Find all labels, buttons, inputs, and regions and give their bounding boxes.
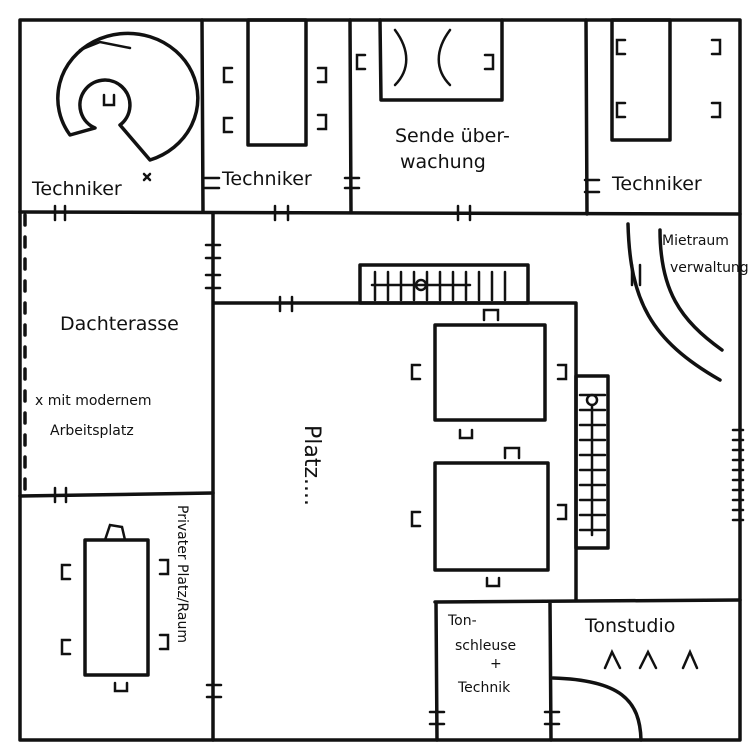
round-table-mark (78, 40, 132, 52)
label-tonschleuse-1: Ton- (447, 613, 477, 629)
label-tonschleuse-4: Technik (457, 680, 511, 696)
wall-hatching (731, 428, 745, 522)
walls (18, 18, 742, 742)
label-tonschleuse-3: + (490, 656, 502, 672)
label-mietraum-1: Mietraum (662, 233, 729, 249)
monitoring-desk (378, 18, 504, 102)
label-techniker-3: Techniker (611, 173, 702, 195)
label-platz: Platz.... (299, 425, 324, 506)
table (610, 18, 672, 142)
label-sendeueberwachung-1: Sende über- (395, 125, 510, 147)
label-tonschleuse-2: schleuse (455, 638, 516, 654)
x-mark (142, 172, 152, 182)
table (83, 538, 150, 677)
label-dachterasse-note-2: Arbeitsplatz (50, 423, 134, 439)
furniture (56, 18, 722, 693)
label-dachterasse: Dachterasse (60, 313, 179, 335)
round-table (56, 31, 200, 162)
label-techniker-1: Techniker (31, 178, 122, 200)
chair (102, 93, 116, 107)
table (433, 461, 550, 572)
chairs (60, 38, 722, 693)
label-techniker-2: Techniker (221, 168, 312, 190)
studio-microphones (603, 648, 699, 670)
door-marks (53, 176, 642, 726)
label-mietraum-2: verwaltung (670, 260, 749, 276)
label-dachterasse-note-1: x mit modernem (35, 393, 152, 409)
staircase-top (358, 263, 530, 305)
label-sendeueberwachung-2: wachung (400, 151, 486, 173)
table (246, 18, 308, 147)
staircase-right (574, 374, 610, 550)
table-mark (103, 523, 127, 542)
label-privater: Privater Platz/Raum (174, 505, 190, 643)
table (433, 323, 547, 422)
monitoring-desk-detail (393, 28, 452, 87)
label-tonstudio: Tonstudio (584, 615, 675, 637)
